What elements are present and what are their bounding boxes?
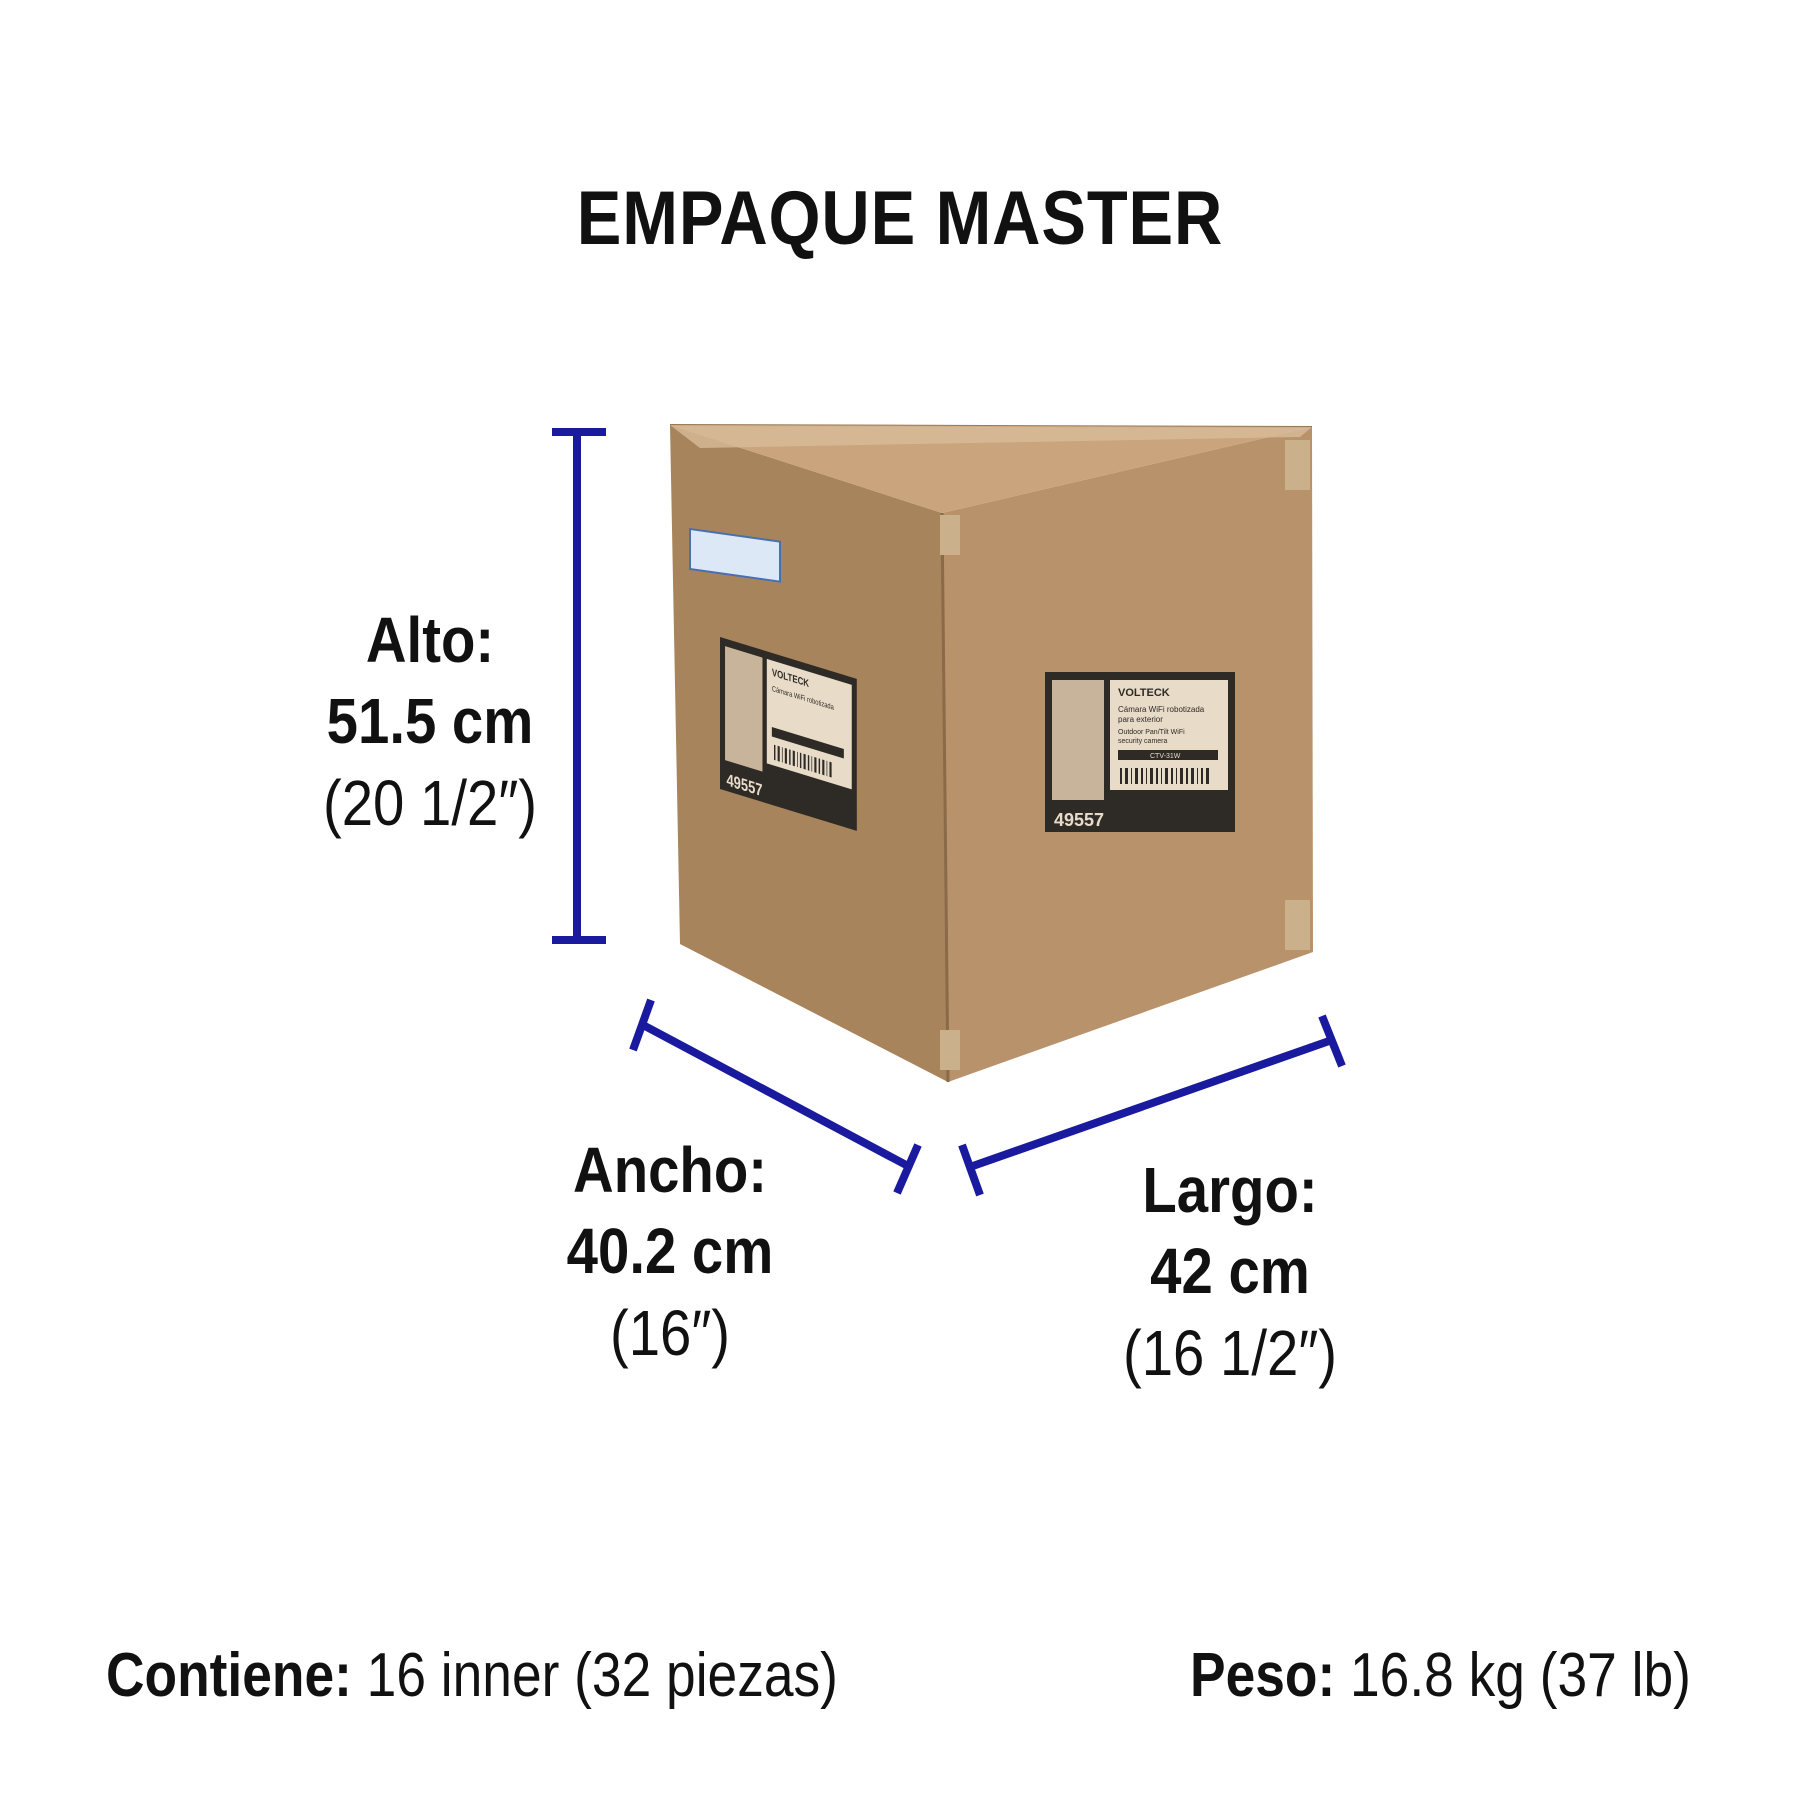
product-label-side: VOLTECK Cámara WiFi robotizada 49557 — [720, 637, 857, 831]
weight-info: Peso: 16.8 kg (37 lb) — [1190, 1640, 1691, 1711]
page-title: EMPAQUE MASTER — [576, 176, 1224, 261]
svg-text:VOLTECK: VOLTECK — [1118, 687, 1170, 699]
width-label: Ancho: 40.2 cm (16″) — [538, 1130, 802, 1374]
height-title: Alto: — [365, 604, 495, 676]
product-label-front: VOLTECK Cámara WiFi robotizada para exte… — [1045, 672, 1235, 832]
contents-value: 16 inner (32 piezas) — [351, 1641, 838, 1710]
tape-strip — [670, 425, 1312, 448]
contents-key: Contiene: — [106, 1641, 352, 1710]
length-imperial: (16 1/2″) — [1122, 1316, 1338, 1389]
height-imperial: (20 1/2″) — [322, 766, 538, 839]
svg-text:Cámara WiFi robotizada: Cámara WiFi robotizada — [1118, 705, 1205, 714]
svg-text:security camera: security camera — [1118, 738, 1168, 745]
weight-key: Peso: — [1190, 1641, 1336, 1710]
length-dimension-line — [958, 1014, 1346, 1197]
svg-text:49557: 49557 — [1054, 810, 1104, 830]
height-label: Alto: 51.5 cm (20 1/2″) — [289, 600, 571, 844]
height-dimension-line — [552, 428, 606, 944]
width-metric: 40.2 cm — [566, 1215, 774, 1288]
svg-text:para exterior: para exterior — [1118, 715, 1163, 724]
box-top-face — [670, 425, 1312, 513]
weight-value: 16.8 kg (37 lb) — [1335, 1641, 1691, 1710]
contents-info: Contiene: 16 inner (32 piezas) — [106, 1640, 838, 1711]
length-title: Largo: — [1142, 1154, 1318, 1226]
width-title: Ancho: — [573, 1134, 767, 1206]
width-imperial: (16″) — [609, 1296, 731, 1369]
svg-text:CTV-31W: CTV-31W — [1150, 753, 1181, 760]
sticker — [689, 527, 781, 583]
width-dimension-line — [629, 998, 922, 1195]
length-label: Largo: 42 cm (16 1/2″) — [1098, 1150, 1362, 1394]
svg-text:Outdoor Pan/Tilt WiFi: Outdoor Pan/Tilt WiFi — [1118, 729, 1185, 736]
length-metric: 42 cm — [1150, 1235, 1310, 1308]
height-metric: 51.5 cm — [326, 685, 534, 758]
